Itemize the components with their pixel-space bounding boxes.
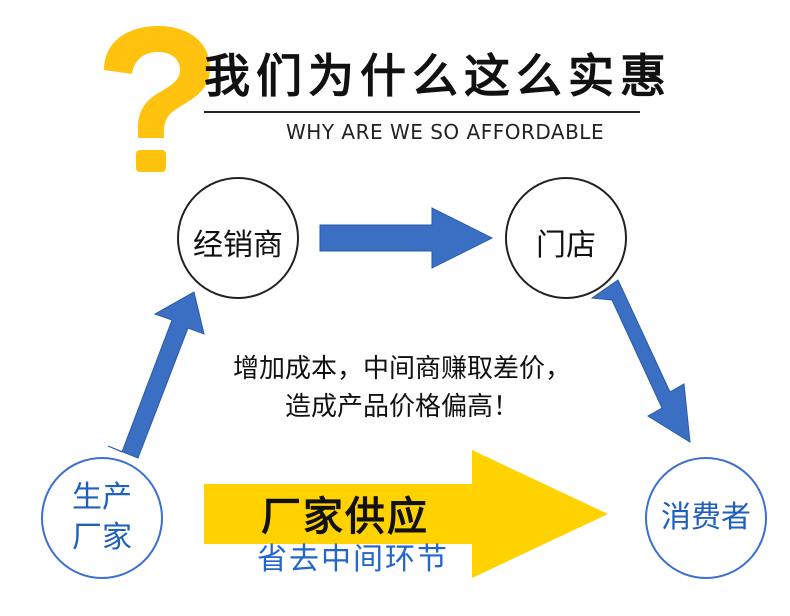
manufacturer-circle (41, 457, 163, 579)
manufacturer-label-line1: 生产 (72, 480, 132, 515)
arrow-manufacturer-to-distributor (107, 291, 205, 459)
consumer-circle (645, 457, 767, 579)
consumer-label: 消费者 (661, 500, 751, 535)
manufacturer-label: 生产 厂家 (42, 478, 162, 558)
direct-supply-label: 厂家供应 (261, 494, 429, 540)
page-subtitle: WHY ARE WE SO AFFORDABLE (286, 120, 605, 144)
skip-middleman-label: 省去中间环节 (257, 542, 449, 577)
arrow-store-to-consumer (590, 279, 691, 443)
middleman-note: 增加成本，中间商赚取差价， 造成产品价格偏高！ (212, 350, 592, 426)
distributor-circle (177, 177, 299, 299)
arrow-distributor-to-store (319, 207, 494, 269)
question-mark-icon (104, 26, 210, 172)
middleman-note-line2: 造成产品价格偏高！ (284, 392, 519, 422)
store-circle (505, 177, 627, 299)
store-label: 门店 (536, 228, 596, 263)
distributor-label: 经销商 (193, 228, 283, 263)
middleman-note-line1: 增加成本，中间商赚取差价， (232, 354, 571, 384)
manufacturer-label-line2: 厂家 (72, 520, 132, 555)
title-divider (204, 111, 640, 113)
page-title: 我们为什么这么实惠 (204, 49, 672, 103)
arrow-direct-supply (204, 450, 608, 578)
